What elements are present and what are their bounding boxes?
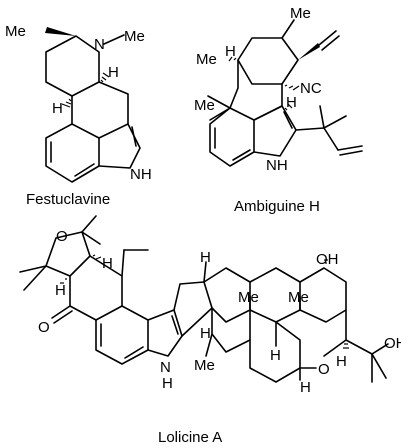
lolicine-hydroxyl-upper-label: OH — [316, 251, 339, 268]
ambiguine-methyl-lower-label: Me — [194, 97, 215, 114]
lolicine-furan-oxygen-label: O — [56, 228, 68, 245]
lolicine-h-lower-label: H — [200, 325, 211, 342]
lolicine-h-furan-upper-label: H — [102, 255, 113, 272]
lolicine-h-cyclopentane-label: H — [200, 249, 211, 266]
lolicine-methyl-d-label: Me — [288, 289, 309, 306]
lolicine-ketone-oxygen-label: O — [38, 319, 50, 336]
lolicine-a-structure: O H H O H Me Me H OH H Me H N H O OH H L… — [19, 215, 401, 446]
ambiguine-h-name-label: Ambiguine H — [234, 198, 320, 215]
festuclavine-h5-label: H — [108, 64, 119, 81]
festuclavine-h10-label: H — [52, 100, 63, 117]
festuclavine-name-label: Festuclavine — [26, 191, 110, 208]
festuclavine-structure: Me N Me H H NH Festuclavine — [5, 23, 152, 208]
lolicine-h-side-chain-label: H — [336, 353, 347, 370]
lolicine-methyl-lower-label: Me — [194, 357, 215, 374]
lolicine-pyran-oxygen-label: O — [318, 361, 330, 378]
lolicine-indole-h-label: H — [162, 375, 173, 392]
lolicine-h-ring-junction-label: H — [270, 347, 281, 364]
lolicine-a-name-label: Lolicine A — [158, 429, 222, 446]
ambiguine-h-lower-label: H — [286, 94, 297, 111]
ambiguine-methyl-quaternary-label: Me — [290, 5, 311, 22]
lolicine-indole-nh-label: N — [160, 359, 171, 376]
festuclavine-nh-label: NH — [130, 166, 152, 183]
ambiguine-nh-label: NH — [266, 157, 288, 174]
lolicine-h-pyran-label: H — [300, 379, 311, 396]
ambiguine-isonitrile-label: NC — [300, 80, 322, 97]
festuclavine-nitrogen-label: N — [94, 36, 105, 53]
festuclavine-n-methyl-label: Me — [124, 28, 145, 45]
festuclavine-methyl-label: Me — [5, 23, 26, 40]
lolicine-h-furan-lower-label: H — [55, 282, 66, 299]
lolicine-methyl-c-label: Me — [238, 289, 259, 306]
ambiguine-h-upper-label: H — [225, 43, 236, 60]
ambiguine-h-structure: Me Me H Me NC H NH Ambiguine H — [194, 5, 363, 215]
ambiguine-methyl-upper-label: Me — [196, 51, 217, 68]
lolicine-hydroxyl-side-chain-label: OH — [384, 335, 401, 352]
